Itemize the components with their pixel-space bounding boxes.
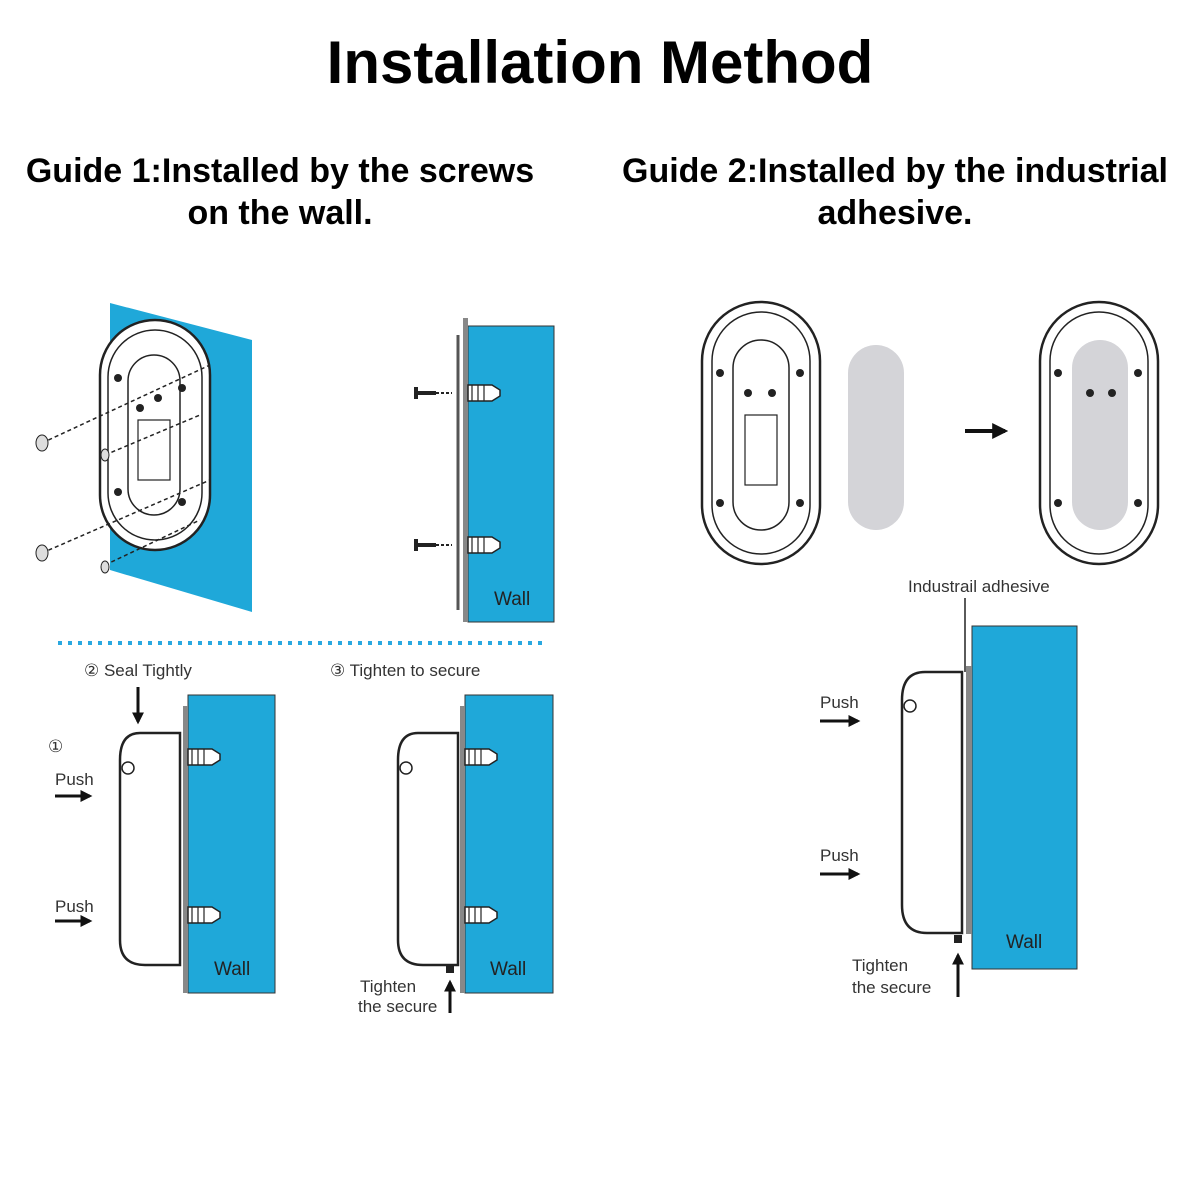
page-title: Installation Method — [326, 29, 874, 96]
wall-panel-adhesive — [971, 625, 1078, 970]
screw-icon-top — [412, 385, 454, 401]
screw-anchor-pair-1 — [187, 748, 221, 766]
tighten-label-1a: Tighten — [360, 977, 416, 996]
doorbell-body-side — [118, 731, 182, 967]
guide-1-perspective-view — [35, 303, 252, 612]
push-label-2: Push — [55, 897, 94, 916]
guide-2-heading: Guide 2:Installed by the industrial adhe… — [595, 150, 1195, 234]
push-label-1: Push — [55, 770, 94, 789]
base-plate-with-adhesive — [1038, 300, 1160, 566]
push-label-3: Push — [820, 693, 859, 712]
wall-label-3: Wall — [490, 959, 526, 980]
wall-panel-side-top — [467, 325, 555, 623]
screw-guide-lines — [41, 364, 211, 566]
industrial-adhesive-label: Industrail adhesive — [908, 577, 1050, 596]
guide-1-step-tighten-view: ③ Tighten to secure Tighten the secure W… — [330, 661, 554, 1016]
tighten-label-2a: Tighten — [852, 956, 908, 975]
guide-2-side-view: Industrail adhesive Push Push Tighten th… — [820, 577, 1078, 997]
screw-icons-perspective — [35, 434, 110, 574]
doorbell-body-side-2 — [396, 731, 460, 967]
screw-anchor-pair-2 — [187, 906, 221, 924]
guide-1-line-2: on the wall. — [187, 194, 373, 232]
anchor-icon-bottom — [467, 536, 501, 554]
wall-panel-step — [187, 694, 276, 994]
step-2-label: ② Seal Tightly — [84, 661, 192, 680]
screw-icon-bottom — [412, 537, 454, 553]
base-plate-front — [700, 300, 822, 566]
wall-label-4: Wall — [1006, 932, 1042, 953]
push-label-4: Push — [820, 846, 859, 865]
step-3-label: ③ Tighten to secure — [330, 661, 480, 680]
tighten-label-1b: the secure — [358, 997, 437, 1016]
wall-label-1: Wall — [494, 589, 530, 610]
anchor-icon-top — [467, 384, 501, 402]
guide-1-heading: Guide 1:Installed by the screws on the w… — [0, 150, 560, 234]
base-plate-perspective — [98, 318, 212, 552]
adhesive-strip — [848, 345, 904, 530]
step-1-marker: ① — [48, 737, 63, 756]
tighten-label-2b: the secure — [852, 978, 931, 997]
guide-2-line-1: Guide 2:Installed by the industrial — [622, 152, 1168, 190]
doorbell-body-side-3 — [900, 670, 964, 935]
wall-label-2: Wall — [214, 959, 250, 980]
guide-2-adhesive-front-views — [700, 300, 1160, 566]
guide-1-line-1: Guide 1:Installed by the screws — [25, 152, 535, 190]
guide-2-line-2: adhesive. — [817, 194, 973, 232]
guide-1-side-view-top: Wall — [412, 318, 555, 623]
wall-panel-tighten — [464, 694, 554, 994]
guide-1-step-push-view: ② Seal Tightly ① Push Push Wall — [48, 661, 276, 994]
